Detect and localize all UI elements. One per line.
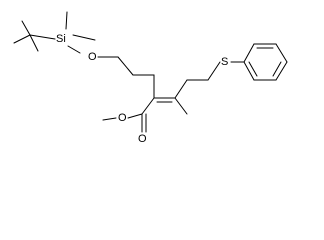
bond xyxy=(67,45,81,54)
bond xyxy=(72,34,96,41)
bond xyxy=(141,97,155,115)
bond xyxy=(29,34,56,40)
bond xyxy=(102,117,117,121)
bond xyxy=(127,113,143,119)
bond xyxy=(29,34,39,52)
silyl-methyl-bonds xyxy=(65,11,96,54)
methyl-ester xyxy=(102,97,155,133)
bond xyxy=(275,61,288,81)
alkene-core xyxy=(153,74,188,115)
silicon-label: Si xyxy=(56,33,66,45)
tert-butyl-group xyxy=(13,20,56,52)
carbonyl-oxygen-label: O xyxy=(138,133,147,145)
silyl-oxygen-label: O xyxy=(88,51,97,63)
thioether-chain xyxy=(186,61,245,81)
bond xyxy=(21,20,31,36)
bond xyxy=(13,34,31,44)
aromatic-bond xyxy=(272,61,282,77)
sulfur-label: S xyxy=(221,56,228,68)
ester-oxygen-label: O xyxy=(118,112,127,124)
phenyl-ring xyxy=(243,43,288,81)
chemical-structure: Si O S O O xyxy=(13,11,288,145)
bond xyxy=(174,97,188,115)
bond xyxy=(275,43,288,63)
propyl-linker xyxy=(97,56,155,76)
bond xyxy=(174,79,188,99)
bond xyxy=(207,61,221,81)
bond xyxy=(65,11,68,30)
bond xyxy=(243,43,255,63)
bond xyxy=(117,56,134,76)
aromatic-bond xyxy=(248,61,258,77)
bond xyxy=(243,61,255,81)
